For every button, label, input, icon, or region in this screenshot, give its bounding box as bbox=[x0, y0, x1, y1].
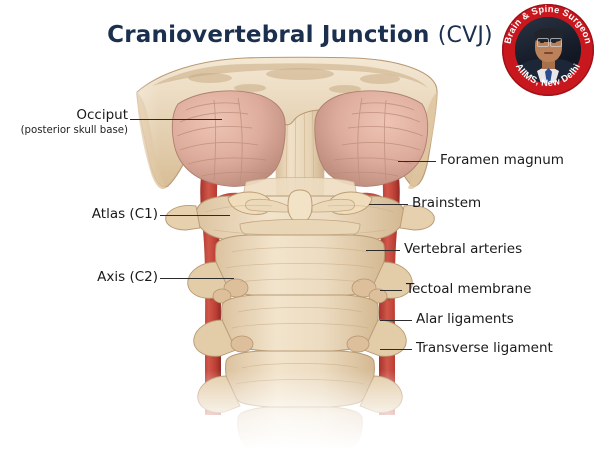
label-brainstem-text: Brainstem bbox=[412, 195, 482, 211]
leader-line-vertebral-arteries bbox=[366, 250, 400, 251]
label-alar-ligaments: Alar ligaments bbox=[416, 311, 514, 328]
surgeon-badge-logo[interactable]: Brain & Spine Surgeon AIIMS, New Delhi bbox=[502, 4, 594, 96]
leader-line-tectoal-membrane bbox=[380, 290, 402, 291]
label-occiput-subtext: (posterior skull base) bbox=[20, 124, 128, 136]
label-foramen-magnum-text: Foramen magnum bbox=[440, 152, 564, 168]
label-brainstem: Brainstem bbox=[412, 195, 482, 212]
page-title-main: Craniovertebral Junction bbox=[107, 22, 430, 48]
label-tectoal-membrane-text: Tectoal membrane bbox=[406, 281, 532, 297]
atlas-c1-vertebra bbox=[165, 189, 435, 241]
page-title: Craniovertebral Junction (CVJ) bbox=[0, 22, 600, 48]
label-transverse-ligament: Transverse ligament bbox=[416, 340, 553, 357]
leader-line-alar-ligaments bbox=[380, 320, 412, 321]
badge-bottom-text: AIIMS, New Delhi bbox=[514, 62, 582, 89]
badge-top-text: Brain & Spine Surgeon bbox=[503, 4, 594, 45]
badge-curved-text: Brain & Spine Surgeon AIIMS, New Delhi bbox=[503, 4, 594, 89]
leader-line-brainstem bbox=[369, 204, 408, 205]
leader-line-transverse-ligament bbox=[380, 349, 412, 350]
leader-line-atlas bbox=[160, 215, 230, 216]
label-tectoal-membrane: Tectoal membrane bbox=[406, 281, 532, 298]
c3-vertebra bbox=[193, 294, 407, 357]
surgeon-portrait-photo bbox=[515, 17, 581, 83]
leader-line-axis bbox=[160, 278, 234, 279]
label-alar-ligaments-text: Alar ligaments bbox=[416, 311, 514, 327]
label-axis-c2-text: Axis (C2) bbox=[97, 269, 158, 285]
label-axis-c2: Axis (C2) bbox=[0, 269, 158, 286]
axis-c2-vertebra bbox=[187, 234, 413, 304]
leader-line-occiput bbox=[130, 119, 222, 120]
cerebellum bbox=[171, 90, 429, 187]
label-transverse-ligament-text: Transverse ligament bbox=[416, 340, 553, 356]
label-foramen-magnum: Foramen magnum bbox=[440, 152, 564, 169]
leader-line-foramen-magnum bbox=[398, 161, 436, 162]
label-atlas-c1-text: Atlas (C1) bbox=[91, 206, 158, 222]
label-occiput: Occiput (posterior skull base) bbox=[0, 107, 128, 136]
label-vertebral-arteries-text: Vertebral arteries bbox=[404, 241, 523, 257]
label-atlas-c1: Atlas (C1) bbox=[0, 206, 158, 223]
page-title-abbrev: (CVJ) bbox=[437, 23, 493, 48]
label-occiput-text: Occiput bbox=[76, 107, 128, 123]
label-vertebral-arteries: Vertebral arteries bbox=[404, 241, 523, 258]
